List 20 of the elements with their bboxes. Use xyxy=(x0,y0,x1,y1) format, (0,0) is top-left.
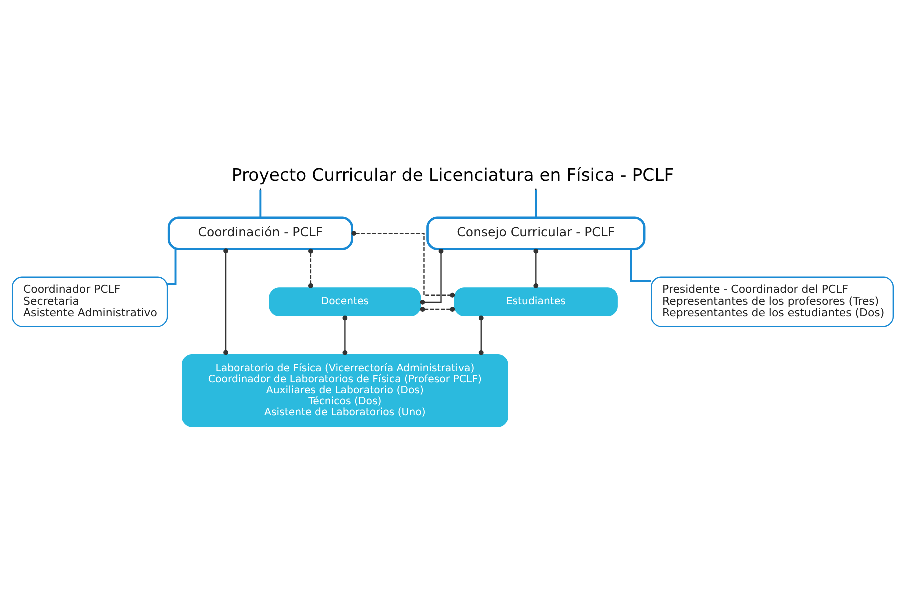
node-box: Consejo Curricular - PCLF xyxy=(426,216,646,250)
connector xyxy=(260,190,262,218)
connector xyxy=(342,316,348,356)
connector xyxy=(420,307,456,312)
node-box: Presidente - Coordinador del PCLF Representantes de los profesores (Tres) Representantes de los estudiantes (Dos) xyxy=(651,276,894,328)
connector xyxy=(478,316,484,356)
node-box: Docentes xyxy=(269,288,422,317)
node-box: Coordinador PCLF Secretaria Asistente Administrativo xyxy=(12,276,168,328)
connector xyxy=(168,249,177,286)
connector xyxy=(534,248,539,288)
node-box: Coordinación - PCLF xyxy=(168,216,354,250)
diagram-title: Proyecto Curricular de Licenciatura en Física - PCLF xyxy=(232,166,674,186)
connector xyxy=(352,231,456,298)
node-box: Laboratorio de Física (Vicerrectoría Administrativa) Coordinador de Laboratorios de Física (Profesor PCLF) Auxiliares de Laboratorio (Dos) Técnicos (Dos) Asistente de Laboratorios (Uno) xyxy=(182,354,508,428)
connector xyxy=(308,248,314,288)
connector xyxy=(535,190,538,218)
connector xyxy=(630,249,652,282)
connector xyxy=(224,248,228,356)
node-box: Estudiantes xyxy=(454,288,618,317)
connector xyxy=(420,248,444,305)
